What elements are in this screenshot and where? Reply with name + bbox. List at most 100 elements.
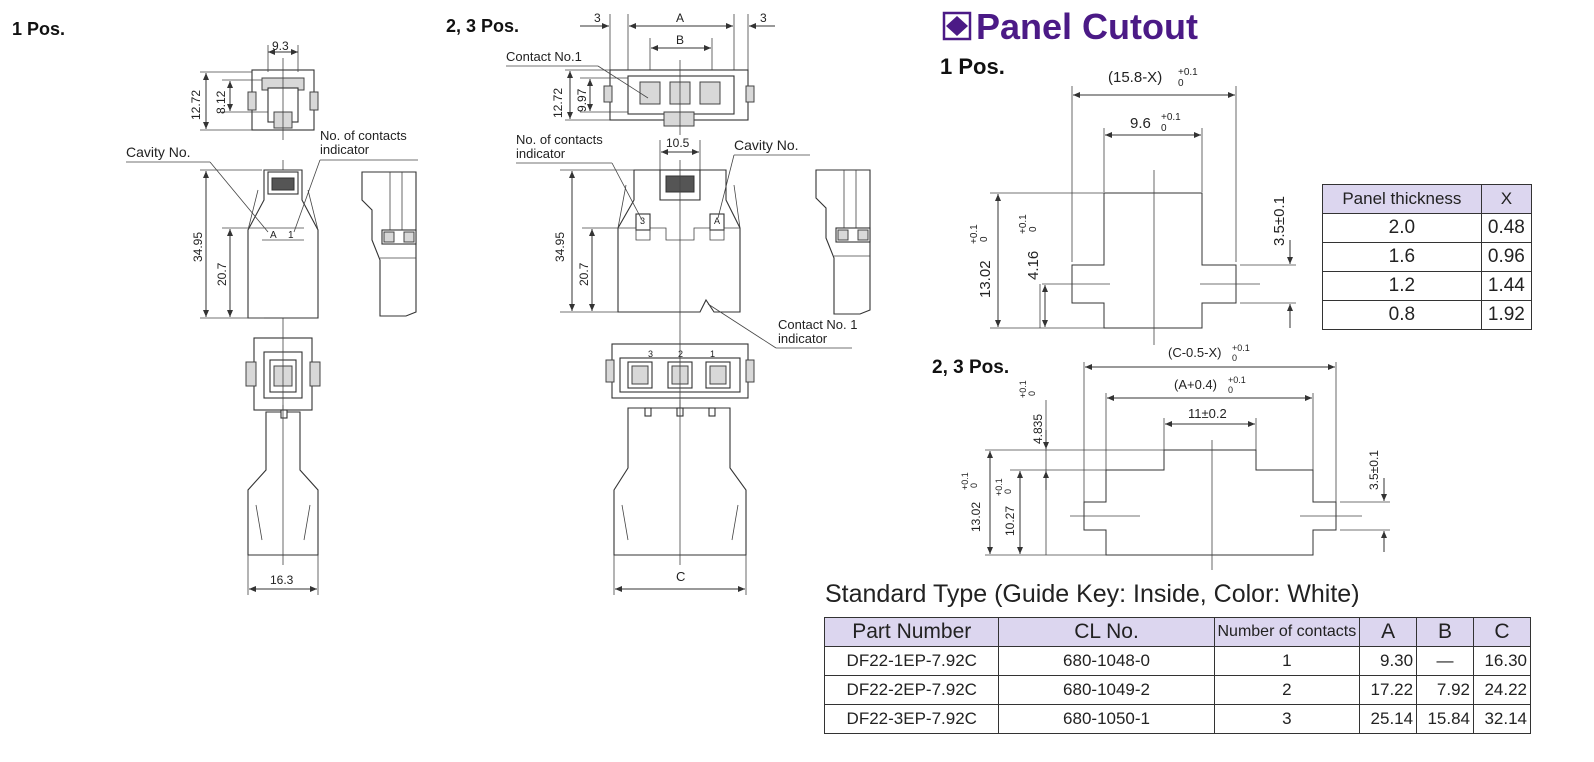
table-row: DF22-1EP-7.92C 680-1048-0 1 9.30 — 16.30 — [823, 646, 1531, 676]
dim-4-835: 4.835 — [1031, 414, 1045, 444]
tol-zero-2d: 0 — [1003, 489, 1013, 494]
heading-cutout-1pos: 1 Pos. — [940, 54, 1005, 79]
dim-13-02: 13.02 — [977, 260, 994, 298]
table-row: 1.2 1.44 — [1322, 271, 1533, 301]
header-c: C — [1473, 617, 1531, 647]
tol-zero-1d: 0 — [1028, 226, 1039, 232]
mating-view-23pos: 3 2 1 — [605, 330, 755, 410]
tol-zero-2e: 0 — [1027, 391, 1037, 396]
heading-1pos: 1 Pos. — [12, 19, 65, 39]
dim-C: C — [676, 569, 685, 584]
table-cell: 32.14 — [1473, 704, 1531, 734]
tol-zero-1b: 0 — [1161, 123, 1167, 134]
contact-no1-label: Contact No.1 — [506, 49, 582, 64]
table-cell: 16.30 — [1473, 646, 1531, 676]
dim-15-8-x: (15.8-X) — [1108, 69, 1162, 86]
dim-3-5b: 3.5±0.1 — [1367, 450, 1381, 490]
indicator-label-2: indicator — [320, 142, 370, 157]
bottom-view-23pos: C — [613, 400, 747, 595]
dim-a-0-4: (A+0.4) — [1174, 377, 1217, 392]
dim-4-16: 4.16 — [1025, 251, 1042, 280]
tol-plus-2b: +0.1 — [1228, 375, 1246, 385]
table-cell: 680-1049-2 — [998, 675, 1215, 705]
table-cell: 25.14 — [1359, 704, 1418, 734]
tol-plus-2a: +0.1 — [1232, 343, 1250, 353]
table-row: DF22-3EP-7.92C 680-1050-1 3 25.14 15.84 … — [823, 704, 1531, 734]
cavity-a-label-23: A — [714, 216, 720, 226]
diamond-bullet-icon — [946, 16, 968, 36]
tol-plus-2d: +0.1 — [994, 478, 1004, 496]
tol-zero-2a: 0 — [1232, 353, 1237, 363]
dim-3-5: 3.5±0.1 — [1271, 196, 1288, 246]
table-cell: 1.44 — [1480, 271, 1533, 301]
cutout-outline-23pos — [1083, 449, 1337, 556]
side-view-1pos — [361, 171, 417, 317]
dim-11: 11±0.2 — [1188, 406, 1227, 421]
dim-9-97: 9.97 — [575, 88, 589, 112]
mating-view-1pos — [245, 330, 321, 420]
dim-20-7b: 20.7 — [577, 262, 591, 286]
dim-13-02b: 13.02 — [969, 502, 983, 532]
table-cell: — — [1416, 646, 1475, 676]
header-x: X — [1480, 184, 1533, 214]
table-cell: 1.92 — [1480, 300, 1533, 330]
pin-2-label: 2 — [678, 349, 683, 359]
table-row: 1.6 0.96 — [1322, 242, 1533, 272]
table-cell: 7.92 — [1416, 675, 1475, 705]
tol-plus-1d: +0.1 — [1018, 214, 1029, 234]
cavity-1-label: 1 — [288, 230, 294, 241]
table-cell: 1.2 — [1322, 271, 1482, 301]
dim-B: B — [676, 33, 684, 47]
side-view-23pos — [815, 169, 871, 315]
drawing-23pos: 2, 3 Pos. 3 A 3 B 12.72 — [446, 11, 871, 595]
dim-9-3: 9.3 — [272, 39, 289, 53]
top-view-23pos: 12.72 9.97 Contact No.1 — [506, 49, 755, 135]
table-cell: 3 — [1213, 704, 1361, 734]
front-view-23pos: 10.5 3 A 34.95 20.7 No. of contacts indi… — [516, 132, 858, 349]
header-number-of-contacts: Number of contacts — [1213, 617, 1361, 647]
table-cell: 1 — [1213, 646, 1361, 676]
indicator-label-23-1: No. of contacts — [516, 132, 603, 147]
tol-plus-1a: +0.1 — [1178, 67, 1198, 78]
table-cell: DF22-3EP-7.92C — [823, 704, 1000, 734]
pin-1-label: 1 — [710, 349, 715, 359]
dim-8-12: 8.12 — [214, 90, 228, 114]
dim-34-95b: 34.95 — [553, 232, 567, 262]
top-view-1pos: 9.3 12.72 8.12 — [189, 39, 319, 140]
cutout-outline-1pos — [1071, 192, 1237, 329]
indicator-label-23-2: indicator — [516, 146, 566, 161]
dim-c-0-5-x: (C-0.5-X) — [1168, 345, 1221, 360]
dim-3-left: 3 — [594, 11, 601, 25]
dim-12-72: 12.72 — [189, 90, 203, 120]
panel-cutout-title: Panel Cutout — [976, 6, 1198, 47]
bottom-view-1pos: 16.3 — [247, 405, 319, 595]
table-cell: 1.6 — [1322, 242, 1482, 272]
table-cell: DF22-2EP-7.92C — [823, 675, 1000, 705]
table-cell: 680-1048-0 — [998, 646, 1215, 676]
table-row: 0.8 1.92 — [1322, 300, 1533, 330]
heading-23pos: 2, 3 Pos. — [446, 16, 519, 36]
cutout-23pos: 2, 3 Pos. (C-0.5-X) +0.1 0 (A+0.4) +0.1 … — [932, 343, 1390, 570]
table-cell: 0.96 — [1480, 242, 1533, 272]
tol-zero-1c: 0 — [979, 236, 990, 242]
table-cell: 680-1050-1 — [998, 704, 1215, 734]
table-cell: 2 — [1213, 675, 1361, 705]
dim-10-27: 10.27 — [1003, 506, 1017, 536]
indicator-label-1: No. of contacts — [320, 128, 407, 143]
header-a: A — [1359, 617, 1418, 647]
drawing-1pos: 1 Pos. 9.3 12.72 8.12 — [12, 19, 418, 595]
contact-ind-label-2: indicator — [778, 331, 828, 346]
front-view-1pos: A 1 34.95 20.7 Cavity No. No. of contact… — [126, 128, 418, 330]
tol-plus-1c: +0.1 — [969, 224, 980, 244]
tol-zero-2b: 0 — [1228, 385, 1233, 395]
table-cell: 0.8 — [1322, 300, 1482, 330]
dim-9-6: 9.6 — [1130, 115, 1151, 132]
panel-thickness-table: Panel thickness X 2.0 0.48 1.6 0.96 1.2 … — [1322, 184, 1533, 330]
table-cell: 24.22 — [1473, 675, 1531, 705]
cavity-3-label: 3 — [640, 216, 645, 226]
header-part-number: Part Number — [823, 617, 1000, 647]
table-row: 2.0 0.48 — [1322, 213, 1533, 243]
tol-zero-2c: 0 — [969, 483, 979, 488]
tol-plus-2e: +0.1 — [1018, 380, 1028, 398]
